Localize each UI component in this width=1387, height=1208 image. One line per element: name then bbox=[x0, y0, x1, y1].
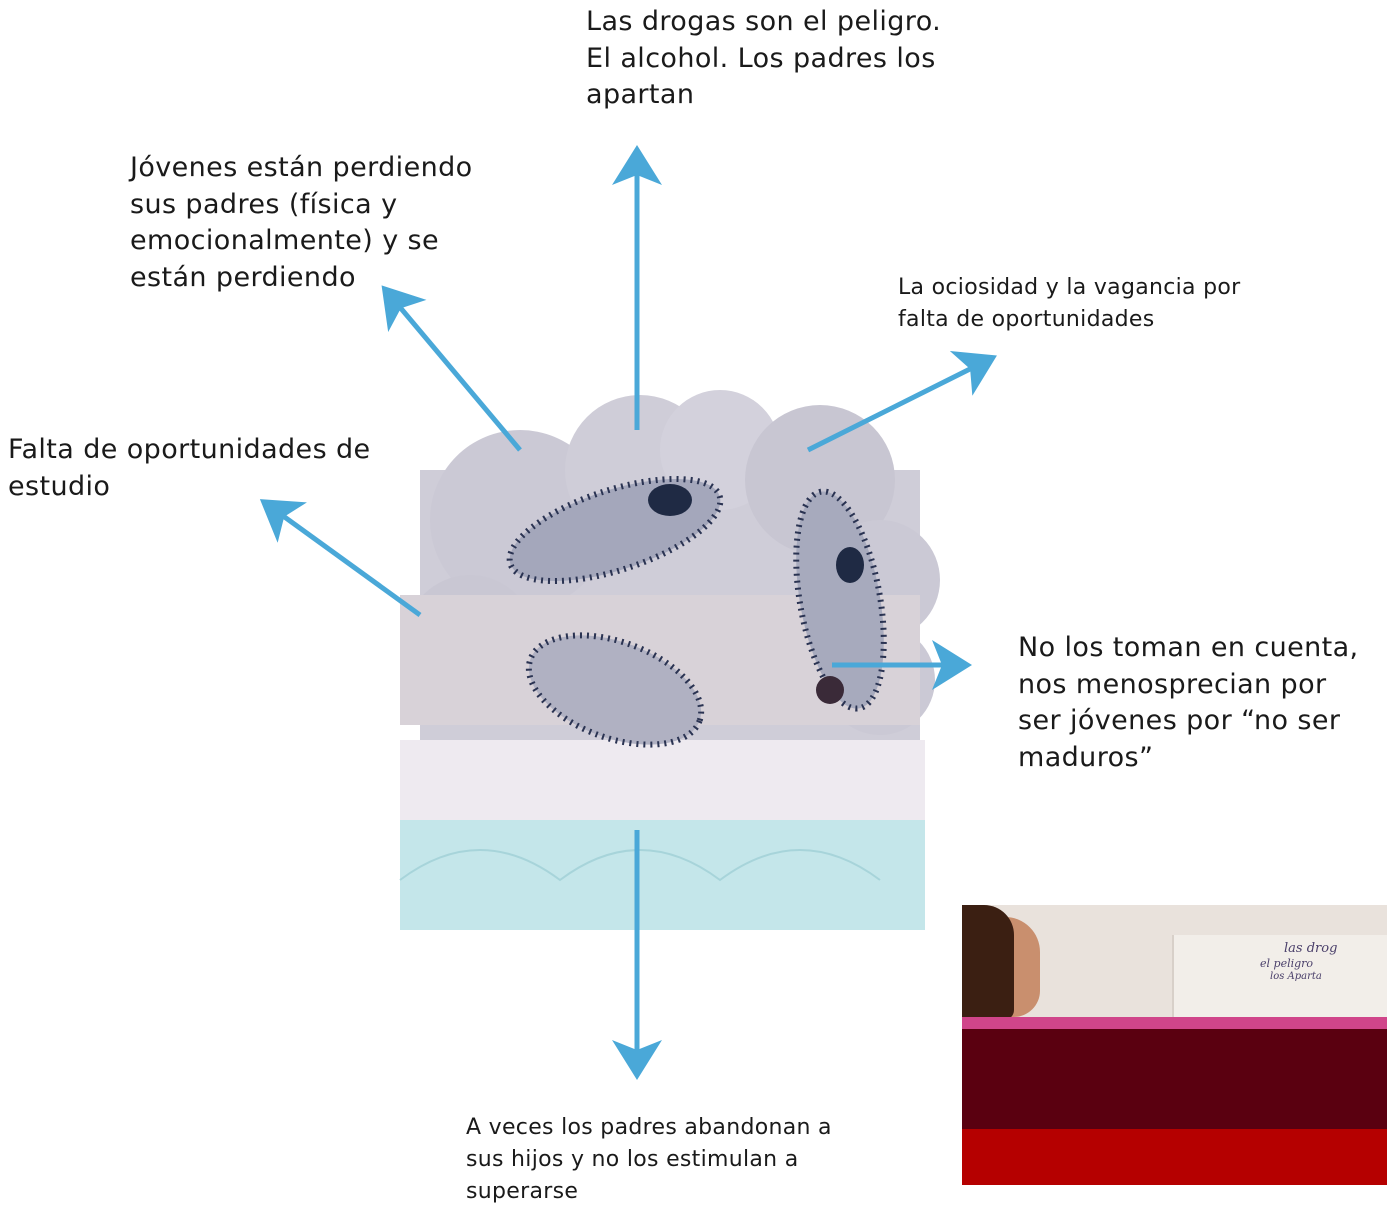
photo-bottom bbox=[962, 1129, 1387, 1185]
photo-poster: las drog el peligro los Aparta bbox=[1172, 935, 1387, 1030]
label-drogas: Las drogas son el peligro. El alcohol. L… bbox=[586, 6, 942, 111]
arrow-upper-right bbox=[806, 351, 997, 453]
label-padres-abandonan: A veces los padres abandonan a sus hijos… bbox=[466, 1115, 832, 1204]
organism-right bbox=[793, 488, 887, 712]
poster-text-3: los Aparta bbox=[1270, 971, 1322, 982]
poster-text-1: las drog bbox=[1284, 941, 1338, 956]
arrows bbox=[259, 145, 997, 1080]
arrow-upper-left bbox=[381, 285, 522, 452]
photo-person-hair bbox=[962, 905, 1014, 1020]
photo-shirt bbox=[962, 1029, 1387, 1129]
label-no-toman-en-cuenta: No los toman en cuenta, nos menosprecian… bbox=[1018, 632, 1359, 774]
photo-band bbox=[962, 1017, 1387, 1029]
poster-text-2: el peligro bbox=[1260, 957, 1314, 970]
label-perdiendo-padres: Jóvenes están perdiendo sus padres (físi… bbox=[130, 152, 473, 294]
workshop-photo: las drog el peligro los Aparta bbox=[962, 905, 1387, 1185]
organism-group bbox=[506, 475, 887, 748]
label-ociosidad: La ociosidad y la vagancia por falta de … bbox=[898, 275, 1241, 332]
label-falta-estudio: Falta de oportunidades de estudio bbox=[8, 434, 371, 502]
organism-bottom bbox=[525, 632, 705, 748]
arrow-left bbox=[259, 499, 422, 618]
